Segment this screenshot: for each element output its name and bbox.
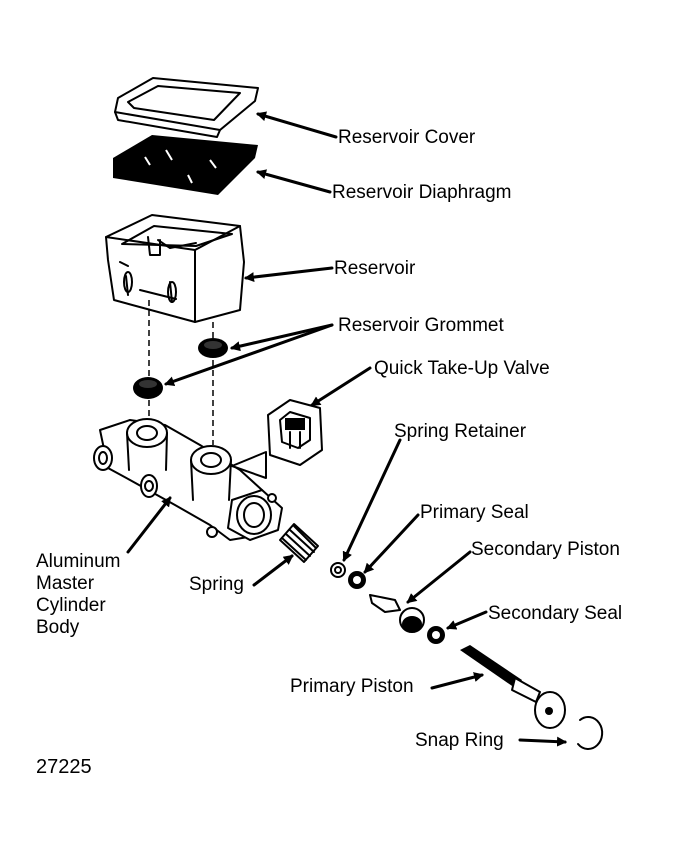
label-reservoir-grommet: Reservoir Grommet [338, 315, 504, 336]
reservoir-part [105, 214, 245, 323]
label-reservoir: Reservoir [334, 258, 416, 279]
reservoir-cover-part [114, 77, 259, 138]
primary-piston-part [460, 645, 566, 729]
snap-ring-part [577, 716, 604, 750]
secondary-piston-part [369, 594, 425, 633]
figure-number: 27225 [36, 756, 92, 778]
quick-take-up-valve-part [231, 399, 323, 479]
reservoir-diaphragm-part [113, 135, 258, 195]
body-label-line-1: Aluminum [36, 551, 121, 572]
label-secondary-piston: Secondary Piston [471, 539, 620, 560]
body-label-line-4: Body [36, 617, 80, 638]
primary-seal-part [348, 571, 366, 589]
spring-part [279, 523, 319, 563]
reservoir-grommet-parts [133, 338, 228, 399]
label-snap-ring: Snap Ring [415, 730, 504, 751]
label-reservoir-cover: Reservoir Cover [338, 127, 476, 148]
spring-retainer-part [330, 562, 346, 578]
label-primary-seal: Primary Seal [420, 502, 529, 523]
body-label-line-3: Cylinder [36, 595, 106, 616]
label-primary-piston: Primary Piston [290, 676, 414, 697]
label-secondary-seal: Secondary Seal [488, 603, 623, 624]
body-label-line-2: Master [36, 573, 95, 594]
label-spring: Spring [189, 574, 244, 595]
label-spring-retainer: Spring Retainer [394, 421, 527, 442]
leader-lines [126, 111, 567, 747]
label-quick-take-up-valve: Quick Take-Up Valve [374, 358, 550, 379]
secondary-seal-part [427, 626, 445, 644]
label-reservoir-diaphragm: Reservoir Diaphragm [332, 182, 512, 203]
label-aluminum-master-cylinder-body: Aluminum Master Cylinder Body [36, 551, 120, 639]
master-cylinder-body-part [93, 418, 283, 541]
